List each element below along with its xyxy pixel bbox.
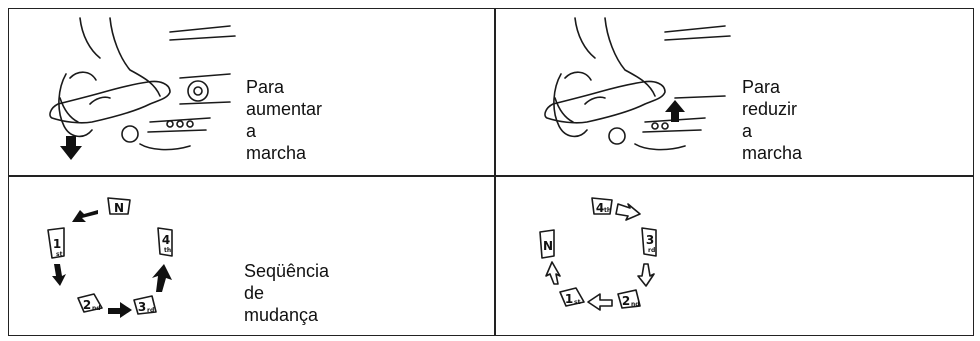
gear-neutral-label: N — [114, 201, 124, 215]
gear-third-frame — [133, 295, 157, 315]
gear-fourth-suffix: th — [604, 207, 611, 214]
column-divider — [494, 8, 496, 336]
gear-neutral-frame — [107, 197, 131, 215]
instruction-table — [8, 8, 974, 336]
gear-second-suffix: nd — [92, 305, 101, 312]
gear-third-label: 3 — [646, 233, 654, 247]
gear-neutral-label: N — [543, 239, 553, 253]
gear-first-frame — [47, 227, 65, 259]
gear-fourth-label: 4 — [162, 233, 170, 247]
gear-second-label: 2 — [622, 294, 630, 308]
gear-fourth-label: 4 — [596, 201, 604, 215]
gear-second-label: 2 — [83, 298, 91, 312]
gear-fourth-frame — [157, 227, 173, 257]
downshift-caption: Para reduzir a marcha — [742, 77, 803, 163]
row-divider — [8, 175, 974, 177]
foot-pressing-shift-lever-down-icon — [49, 17, 236, 160]
sequence-caption: Seqüência de mudança — [244, 261, 330, 325]
foot-lifting-shift-lever-up-icon — [544, 17, 731, 151]
gear-first-suffix: st — [56, 251, 63, 258]
gear-third-suffix: rd — [648, 247, 655, 254]
gear-third-suffix: rd — [147, 307, 154, 314]
upshift-caption: Para aumentar a marcha — [246, 77, 323, 163]
gear-first-label: 1 — [53, 237, 61, 251]
gear-fourth-suffix: th — [164, 247, 171, 254]
gear-sequence-diagram-icon: N 1 st 2 nd 3 rd 4 th — [47, 197, 173, 318]
gear-second-suffix: nd — [631, 301, 640, 308]
gear-first-suffix: st — [574, 299, 581, 306]
gear-sequence-diagram-reverse-icon: 4 th N 1 st 2 nd 3 rd — [539, 197, 657, 311]
gear-second-frame — [77, 293, 103, 313]
gear-first-label: 1 — [565, 292, 573, 306]
sequence-arrows — [52, 210, 172, 318]
gear-third-label: 3 — [138, 300, 146, 314]
